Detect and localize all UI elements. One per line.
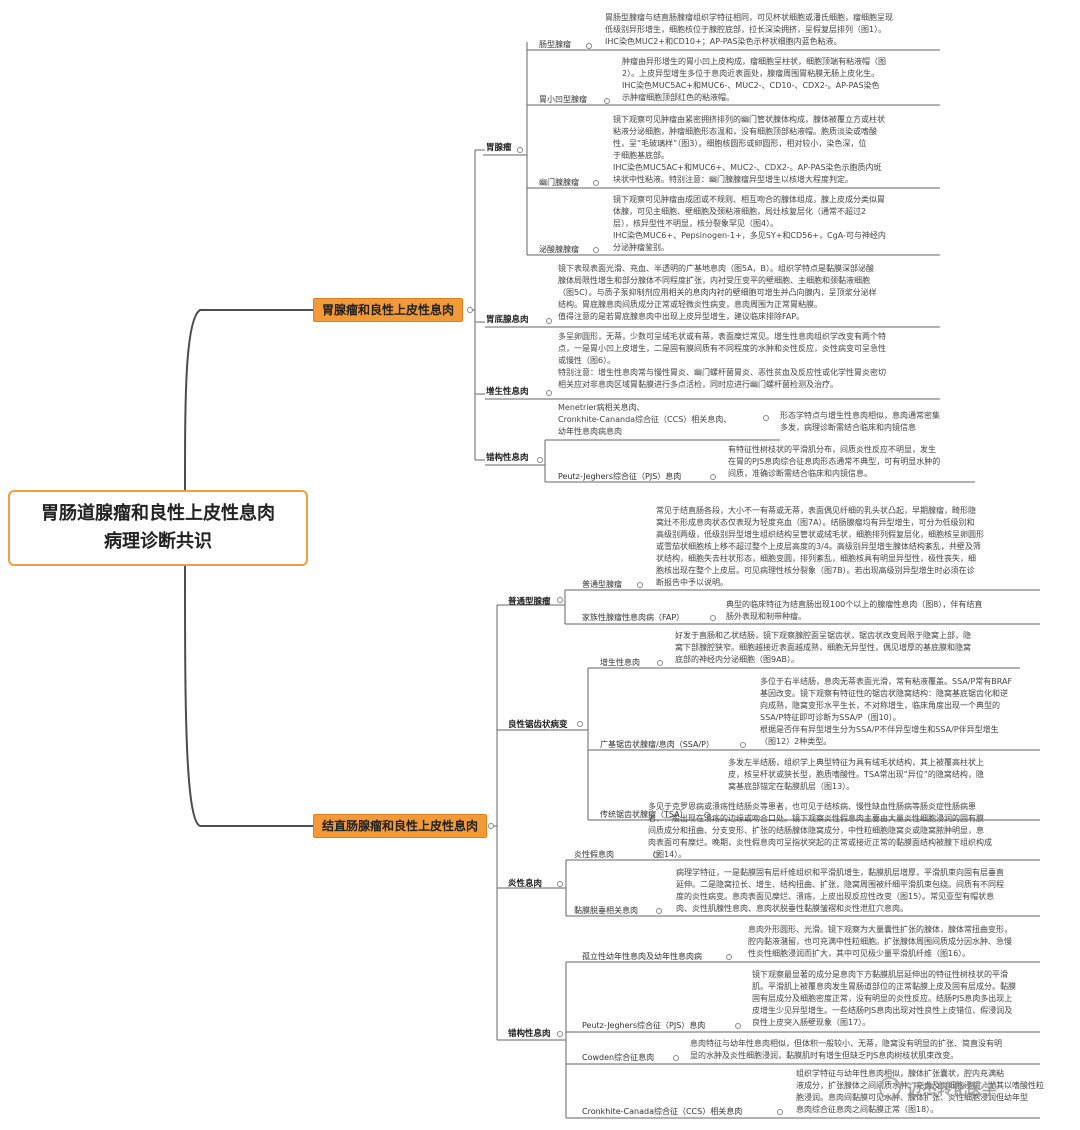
text-fundic-gland-polyp: 镜下表现表面光滑、充血、半透明的广基地息肉（图5A，B）。组织学特点是黏膜深部泌… — [558, 264, 877, 321]
topic-mucosal-prolapse-polyp[interactable]: 黏膜脱垂相关息肉 — [574, 906, 638, 915]
text-fap: 典型的临床特征为结直肠出现100个以上的腺瘤性息肉（图8），伴有结直 肠外表现和… — [726, 600, 983, 621]
text-mucosal-prolapse-polyp: 病理学特征，一是黏膜固有层纤维组织和平滑肌增生，黏膜肌层增厚，平滑肌束向固有层垂… — [676, 868, 1004, 913]
topic-tsa[interactable]: 传统锯齿状腺瘤（TSA） — [600, 810, 688, 819]
text-hyperplastic-polyp: 多呈卵圆形，无蒂，少数可呈绒毛状或有蒂，表面糜烂常见。增生性息肉组织学改变有两个… — [558, 332, 886, 389]
topic-fap[interactable]: 家族性腺瘤性息肉病（FAP） — [582, 613, 685, 622]
topic-colon-pjs-polyp[interactable]: Peutz-Jeghers综合征（PJS）息肉 — [582, 1021, 706, 1030]
text-ccs-polyp: 组织学特征与幼年性息肉相似，腺体扩张囊状，腔内充满粘 液成分，扩张腺体之间间质水… — [796, 1069, 1044, 1114]
topic-gastric-hamartomatous-polyp[interactable]: 错构性息肉 — [486, 453, 529, 463]
topic-gastric-adenoma[interactable]: 胃腺瘤 — [486, 143, 512, 153]
text-foveolar-adenoma: 肿瘤由异形增生的胃小凹上皮构成，瘤细胞呈柱状，细胞顶端有粘液帽（图 2）。上皮异… — [622, 57, 886, 102]
text-intestinal-adenoma: 胃肠型腺瘤与结直肠腺瘤组织学特征相同，可见杯状细胞或潘氏细胞，瘤细胞呈现 低级别… — [605, 13, 893, 46]
topic-ccs-polyp[interactable]: Cronkhite-Canada综合征（CCS）相关息肉 — [582, 1107, 743, 1116]
text-colon-hyperplastic-polyp: 好发于直肠和乙状结肠，镜下观察腺腔面呈锯齿状，锯齿状改变局限于隐窝上部，隐 窝下… — [675, 631, 971, 664]
topic-stomach[interactable]: 胃腺瘤和良性上皮性息肉 — [313, 298, 464, 322]
text-menetrier-ccs-juvenile: 形态学特点与增生性息肉相似，息肉通常密集 多发，病理诊断需结合临床和内镜信息 — [780, 411, 940, 432]
text-inflammatory-pseudopolyp: 多见于克罗恩病或溃疡性结肠炎等患者，也可见于结核病、慢性缺血性肠病等肠炎症性肠病… — [648, 802, 992, 859]
topic-fundic-gland-polyp[interactable]: 胃底腺息肉 — [486, 315, 529, 325]
topic-hyperplastic-polyp[interactable]: 增生性息肉 — [486, 387, 529, 397]
watermark-text: 迈杰转化医学 — [907, 1079, 998, 1098]
topic-inflammatory-pseudopolyp[interactable]: 炎性假息肉 — [574, 850, 614, 859]
text-oxyntic-gland-adenoma: 镜下观察可见肿瘤由成团或不规则、相互吻合的腺体组成，腺上皮成分类似胃 体腺，可见… — [613, 195, 886, 252]
topic-colon-hyperplastic-polyp[interactable]: 增生性息肉 — [600, 658, 640, 667]
topic-inflammatory-polyp[interactable]: 炎性息肉 — [508, 879, 543, 889]
text-colon-pjs-polyp: 镜下观察最显著的成分是息肉下方黏膜肌层延伸出的特征性树枝状的平滑 肌。平滑肌上被… — [752, 970, 1016, 1027]
topic-colon-hamartomatous-polyp[interactable]: 错构性息肉 — [508, 1029, 551, 1039]
wechat-logo-icon — [879, 1077, 901, 1099]
text-tsa: 多发左半结肠，组织学上典型特征为具有绒毛状结构，其上被覆高柱状上 皮，核呈杆状或… — [728, 758, 984, 791]
root-title-line1: 胃肠道腺瘤和良性上皮性息肉 — [41, 503, 275, 524]
topic-foveolar-adenoma[interactable]: 胃小凹型腺瘤 — [539, 95, 587, 104]
topic-juvenile-polyp[interactable]: 孤立性幼年性息肉及幼年性息肉病 — [582, 952, 702, 961]
topic-oxyntic-gland-adenoma[interactable]: 泌酸腺腺瘤 — [539, 245, 579, 254]
text-cowden-polyp: 息肉特征与幼年性息肉相似，但体积一般较小、无蒂，隐窝没有明显的扩张、简直没有明 … — [690, 1039, 1002, 1060]
topic-serrated-lesion[interactable]: 良性锯齿状病变 — [508, 720, 568, 730]
topic-intestinal-adenoma[interactable]: 肠型腺瘤 — [539, 40, 571, 49]
text-ordinary-adenoma: 常见于结直肠各段，大小不一有蒂或无蒂，表面偶见纤细的乳头状凸起，早期腺瘤，畸形隐… — [656, 506, 984, 587]
watermark: 迈杰转化医学 — [879, 1070, 1064, 1106]
text-gastric-pjs-polyp: 有特征性树枝状的平滑肌分布，间质炎性反应不明显，发生 在胃的PJS息肉综合征息肉… — [728, 445, 941, 478]
root-title-line2: 病理诊断共识 — [104, 531, 212, 552]
text-ssa-p: 多位于右半结肠，息肉无蒂表面光滑，常有粘液覆盖。SSA/P常有BRAF 基因改变… — [760, 677, 1013, 746]
root-topic[interactable]: 胃肠道腺瘤和良性上皮性息肉 病理诊断共识 — [8, 490, 308, 566]
topic-gastric-pjs-polyp[interactable]: Peutz-Jeghers综合征（PJS）息肉 — [558, 472, 682, 481]
topic-ordinary-adenoma[interactable]: 普通型腺瘤 — [582, 580, 622, 589]
topic-menetrier-ccs-juvenile[interactable]: Menetrier病相关息肉、 Cronkhite-Cananda综合征（CCS… — [558, 403, 732, 436]
topic-conventional-adenoma[interactable]: 普通型腺瘤 — [508, 597, 551, 607]
topic-pyloric-gland-adenoma[interactable]: 幽门腺腺瘤 — [539, 178, 579, 187]
topic-cowden-polyp[interactable]: Cowden综合征息肉 — [582, 1053, 655, 1062]
text-juvenile-polyp: 息肉外形圆形、光滑。镜下观察为大量囊性扩张的腺体，腺体常扭曲变形， 腔内黏液潴留… — [748, 925, 1012, 958]
topic-ssa-p[interactable]: 广基锯齿状腺瘤/息肉（SSA/P） — [600, 740, 714, 749]
topic-colorectal[interactable]: 结直肠腺瘤和良性上皮性息肉 — [313, 814, 488, 838]
text-pyloric-gland-adenoma: 镜下观察可见肿瘤由紧密拥挤排列的幽门管状腺体构成，腺体被覆立方或柱状 粘液分泌细… — [613, 115, 885, 184]
